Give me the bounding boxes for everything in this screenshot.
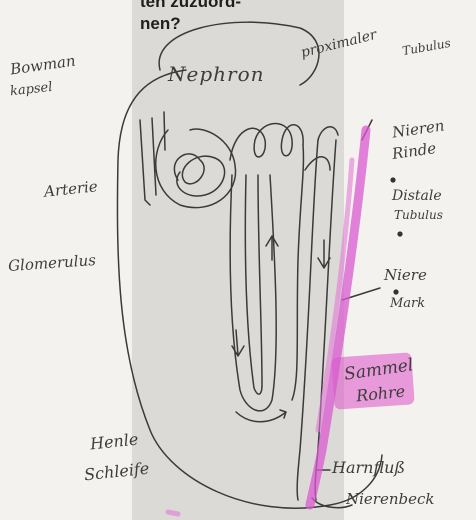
glomerulus-coil: [174, 154, 224, 196]
collecting-duct-left: [297, 140, 318, 500]
arteriole-efferent: [152, 118, 156, 195]
label-nierenbecken: Nierenbeck: [346, 490, 434, 508]
ascending-to-distal: [292, 145, 303, 400]
label-niere-mark-b: Mark: [390, 296, 425, 311]
bullet-dot-3: [393, 289, 398, 294]
arteriole-line-3: [164, 112, 165, 150]
label-harnfluss: Harnfluß: [332, 458, 405, 477]
bullet-dot-2: [397, 231, 402, 236]
proximal-tubule-coil: [230, 124, 303, 161]
distal-tubule-coil: [305, 157, 330, 170]
flow-arrow-ascending: [266, 236, 278, 260]
collecting-duct-top-cap: [318, 127, 338, 140]
label-nephron: Nephron: [168, 62, 265, 86]
pink-highlight-duct-main: [310, 130, 366, 505]
label-distale: Distale: [392, 188, 442, 204]
label-tubulus-distal: Tubulus: [394, 208, 443, 222]
label-niere-mark-a: Niere: [384, 266, 427, 284]
flow-arrow-loop-bottom: [236, 410, 286, 422]
bullet-dot-1: [390, 177, 395, 182]
pink-highlight-bottom-dot: [168, 512, 178, 514]
arteriole-afferent: [140, 120, 150, 205]
henle-inner-loop: [245, 175, 262, 394]
